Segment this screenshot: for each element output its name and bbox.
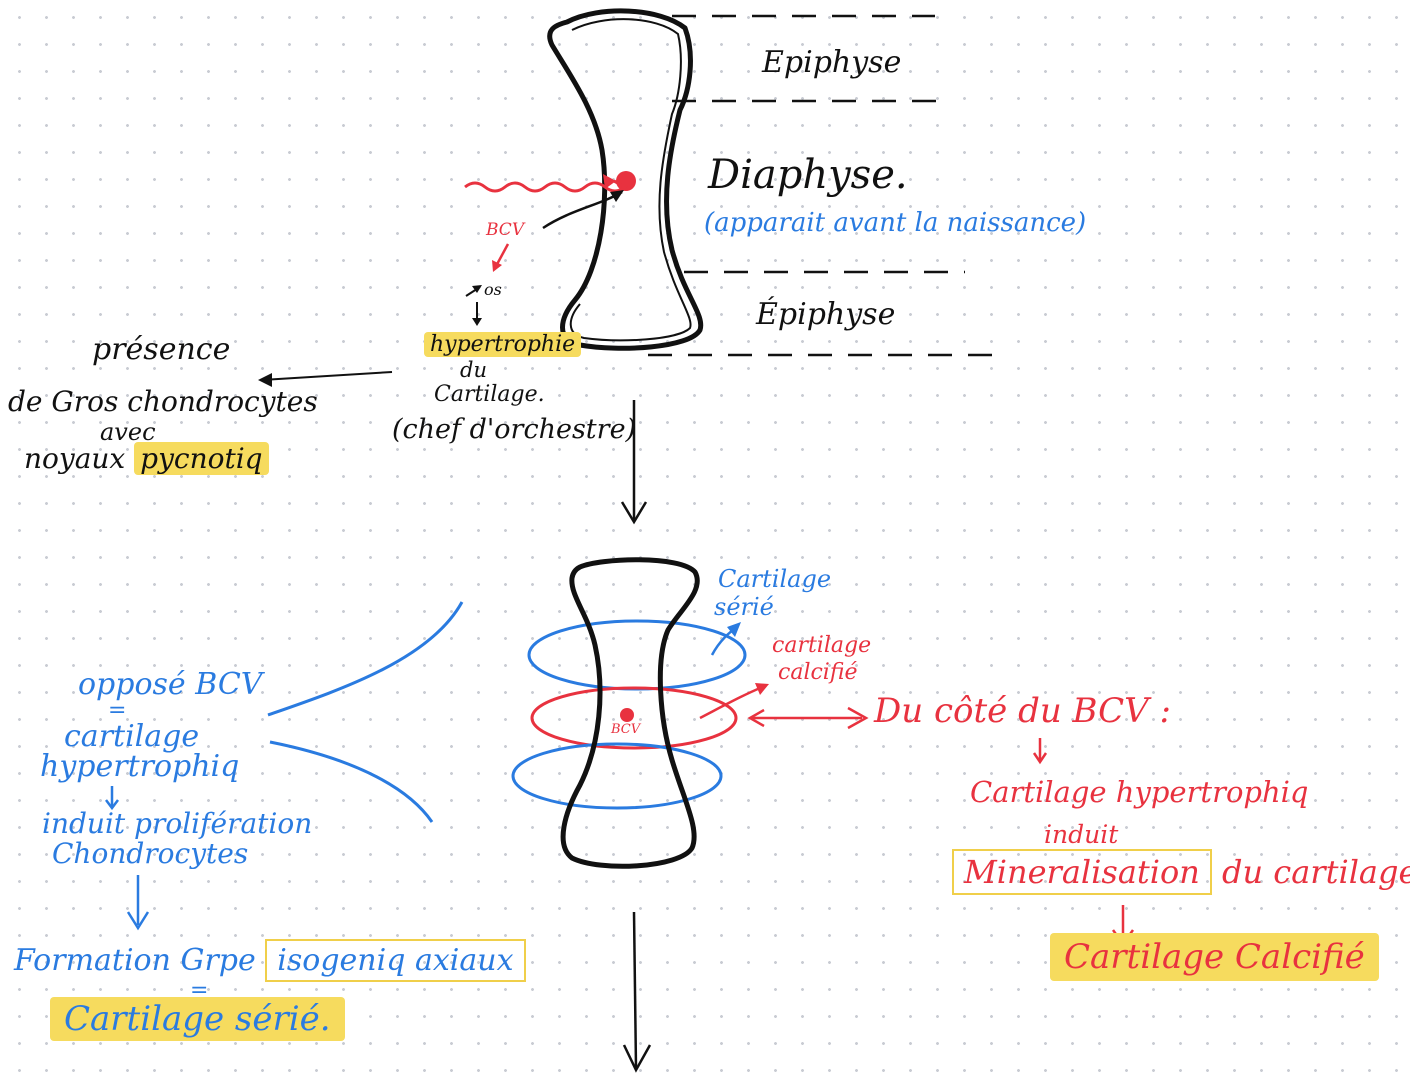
label-presence: présence: [92, 332, 231, 367]
bcv-dot-center: [620, 708, 634, 722]
label-diaphysis-note: (apparait avant la naissance): [704, 208, 1087, 238]
label-avec: avec: [100, 418, 156, 446]
label-bcv-side: Du côté du BCV :: [874, 691, 1171, 731]
ring-lower-serial-cartilage: [511, 742, 723, 810]
label-chondrocytes: Chondrocytes: [52, 837, 249, 870]
bracket-lower-curve: [269, 740, 434, 823]
bracket-upper-curve: [267, 601, 464, 717]
bcv-pointer-arrowhead: [610, 190, 624, 202]
pycnotic-highlight: pycnotiq: [134, 442, 269, 475]
label-os: os: [484, 280, 502, 299]
label-hypertrophy: hypertrophie: [424, 332, 582, 357]
stage-arrow-2: [632, 911, 638, 1069]
label-formation: Formation Grpe isogeniq axiaux: [14, 939, 526, 982]
label-equals-left: =: [108, 698, 127, 723]
label-serial-result: Cartilage sérié.: [50, 997, 345, 1041]
label-hypertrophy-cartilage: Cartilage.: [434, 382, 545, 407]
label-conductor: (chef d'orchestre): [392, 414, 637, 445]
label-bottom-epiphysis: Épiphyse: [756, 297, 896, 332]
bcv-side-arrowhead-left: [747, 708, 765, 728]
label-induit-proliferation: induit prolifération: [42, 807, 313, 840]
calcified-label-arrow: [699, 684, 766, 720]
label-hypertrophic-cartilage: Cartilage hypertrophiq: [970, 775, 1309, 809]
label-serial-cartilage: Cartilage: [718, 565, 832, 593]
bone-bottom-outline: [560, 557, 700, 869]
right-chain-arrow-1-head: [1032, 752, 1048, 765]
label-mineralisation: Mineralisation du cartilage: [952, 849, 1410, 895]
label-calcified-word: calcifié: [778, 660, 858, 685]
label-equals-bottom: =: [190, 978, 209, 1003]
label-hypertrophy-du: du: [460, 358, 487, 382]
calcified-result-highlight: Cartilage Calcifié: [1050, 933, 1379, 981]
label-top-epiphysis: Epiphyse: [762, 45, 902, 80]
label-induit-right: induit: [1044, 820, 1119, 849]
label-serial-word: sérié: [714, 593, 774, 621]
label-diaphysis: Diaphyse.: [708, 152, 908, 198]
label-calcified-result: Cartilage Calcifié: [1050, 933, 1379, 981]
stage-arrow-2-head: [622, 1044, 652, 1073]
bcv-to-os-arrowhead: [492, 260, 502, 272]
label-cartilage-left: cartilage: [64, 719, 200, 754]
vessel-arrowhead: [603, 174, 616, 189]
left-chain-arrow-1-head: [105, 799, 119, 811]
hypertrophy-to-presence-arrowhead: [258, 373, 272, 387]
bcv-side-arrowhead-right: [847, 706, 869, 730]
serial-label-arrowhead: [727, 622, 741, 637]
hypertrophy-highlight: hypertrophie: [424, 332, 582, 357]
label-formation-group: Formation Grpe: [14, 943, 256, 978]
label-bcv-left: BCV: [486, 220, 525, 240]
calcified-label-arrowhead: [755, 683, 769, 695]
hypertrophy-to-presence-arrow: [261, 371, 393, 381]
division-lines: [648, 14, 1000, 357]
os-down-arrowhead: [472, 318, 482, 326]
os-small-arrowhead: [472, 285, 482, 293]
bone-top-outline-inner: [569, 18, 692, 342]
label-noyaux-word: noyaux: [24, 442, 126, 475]
label-noyaux: noyaux pycnotiq: [24, 442, 269, 475]
bcv-pointer-arrow: [542, 190, 623, 230]
serial-result-highlight: Cartilage sérié.: [50, 997, 345, 1041]
left-chain-arrow-2-head: [126, 911, 150, 931]
bone-top-outline: [547, 8, 704, 351]
label-gros-chondrocytes: de Gros chondrocytes: [8, 385, 318, 418]
label-hypertrophic-left: hypertrophiq: [40, 749, 240, 784]
ring-calcified-cartilage: [530, 686, 738, 750]
label-mineralisation-rest: du cartilage: [1222, 853, 1410, 891]
blood-vessel-wave: [464, 179, 628, 193]
label-calcified-cartilage: cartilage: [772, 633, 872, 658]
isogenic-box: isogeniq axiaux: [265, 939, 526, 982]
label-oppose-bcv: opposé BCV: [78, 667, 263, 702]
stage-arrow-1-head: [620, 501, 648, 525]
mineralisation-box: Mineralisation: [952, 849, 1212, 895]
label-bcv-center: BCV: [611, 722, 641, 737]
